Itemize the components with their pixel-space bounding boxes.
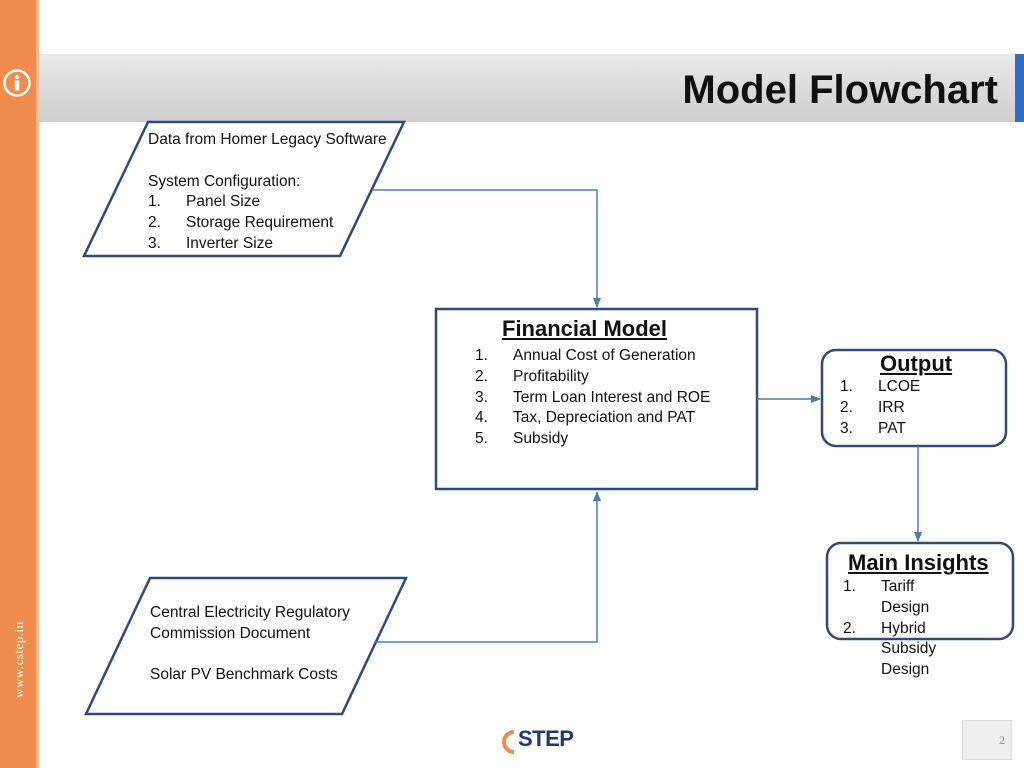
- financial-model-list: Annual Cost of Generation Profitability …: [475, 346, 715, 450]
- page-number: 2: [999, 733, 1005, 747]
- main-insights-text: Tariff Design Hybrid Subsidy Design: [843, 577, 963, 681]
- main-insights-title: Main Insights: [848, 550, 989, 575]
- list-item: Term Loan Interest and ROE: [475, 388, 711, 409]
- list-item: Subsidy: [475, 429, 569, 450]
- cstep-logo: STEP: [518, 726, 574, 752]
- title-accent: [1015, 54, 1024, 122]
- list-item: IRR: [840, 398, 905, 419]
- list-item: Annual Cost of Generation: [475, 346, 696, 367]
- list-item: Hybrid Subsidy Design: [843, 619, 937, 679]
- homer-input-line2: System Configuration:: [148, 172, 301, 190]
- title-bar: [39, 54, 1015, 122]
- sidebar: [0, 0, 36, 768]
- cerc-input-text: Central Electricity Regulatory Commissio…: [150, 603, 350, 686]
- list-item: Inverter Size: [148, 234, 274, 255]
- list-item: Panel Size: [148, 192, 261, 213]
- cerc-input-line2: Solar PV Benchmark Costs: [150, 666, 338, 684]
- main-insights-list: Tariff Design Hybrid Subsidy Design: [843, 577, 963, 681]
- page-title: Model Flowchart: [682, 68, 998, 112]
- financial-model-title: Financial Model: [502, 316, 668, 341]
- list-item: Tariff Design: [843, 577, 930, 616]
- list-item: Profitability: [475, 367, 589, 388]
- logo-text: STEP: [518, 726, 574, 751]
- cerc-input-shape: [84, 576, 408, 716]
- homer-input-list: Panel Size Storage Requirement Inverter …: [148, 192, 418, 254]
- list-item: PAT: [840, 419, 906, 440]
- arrow-homer-to-financial: [372, 189, 601, 308]
- arrow-cerc-to-financial: [374, 491, 601, 643]
- list-item: Storage Requirement: [148, 213, 334, 234]
- homer-input-text: Data from Homer Legacy Software System C…: [148, 130, 418, 255]
- info-icon: [3, 69, 31, 97]
- cstep-logo-icon: [502, 730, 515, 754]
- output-title: Output: [880, 351, 953, 376]
- list-item: Tax, Depreciation and PAT: [475, 408, 696, 429]
- output-list: LCOE IRR PAT: [840, 377, 990, 439]
- homer-input-line1: Data from Homer Legacy Software: [148, 131, 387, 148]
- cerc-input-line1: Central Electricity Regulatory Commissio…: [150, 604, 350, 642]
- page-number-box: 2: [962, 720, 1012, 760]
- financial-model-text: Annual Cost of Generation Profitability …: [475, 346, 715, 450]
- output-text: LCOE IRR PAT: [840, 377, 990, 439]
- sidebar-strip: [36, 0, 39, 768]
- list-item: LCOE: [840, 377, 921, 398]
